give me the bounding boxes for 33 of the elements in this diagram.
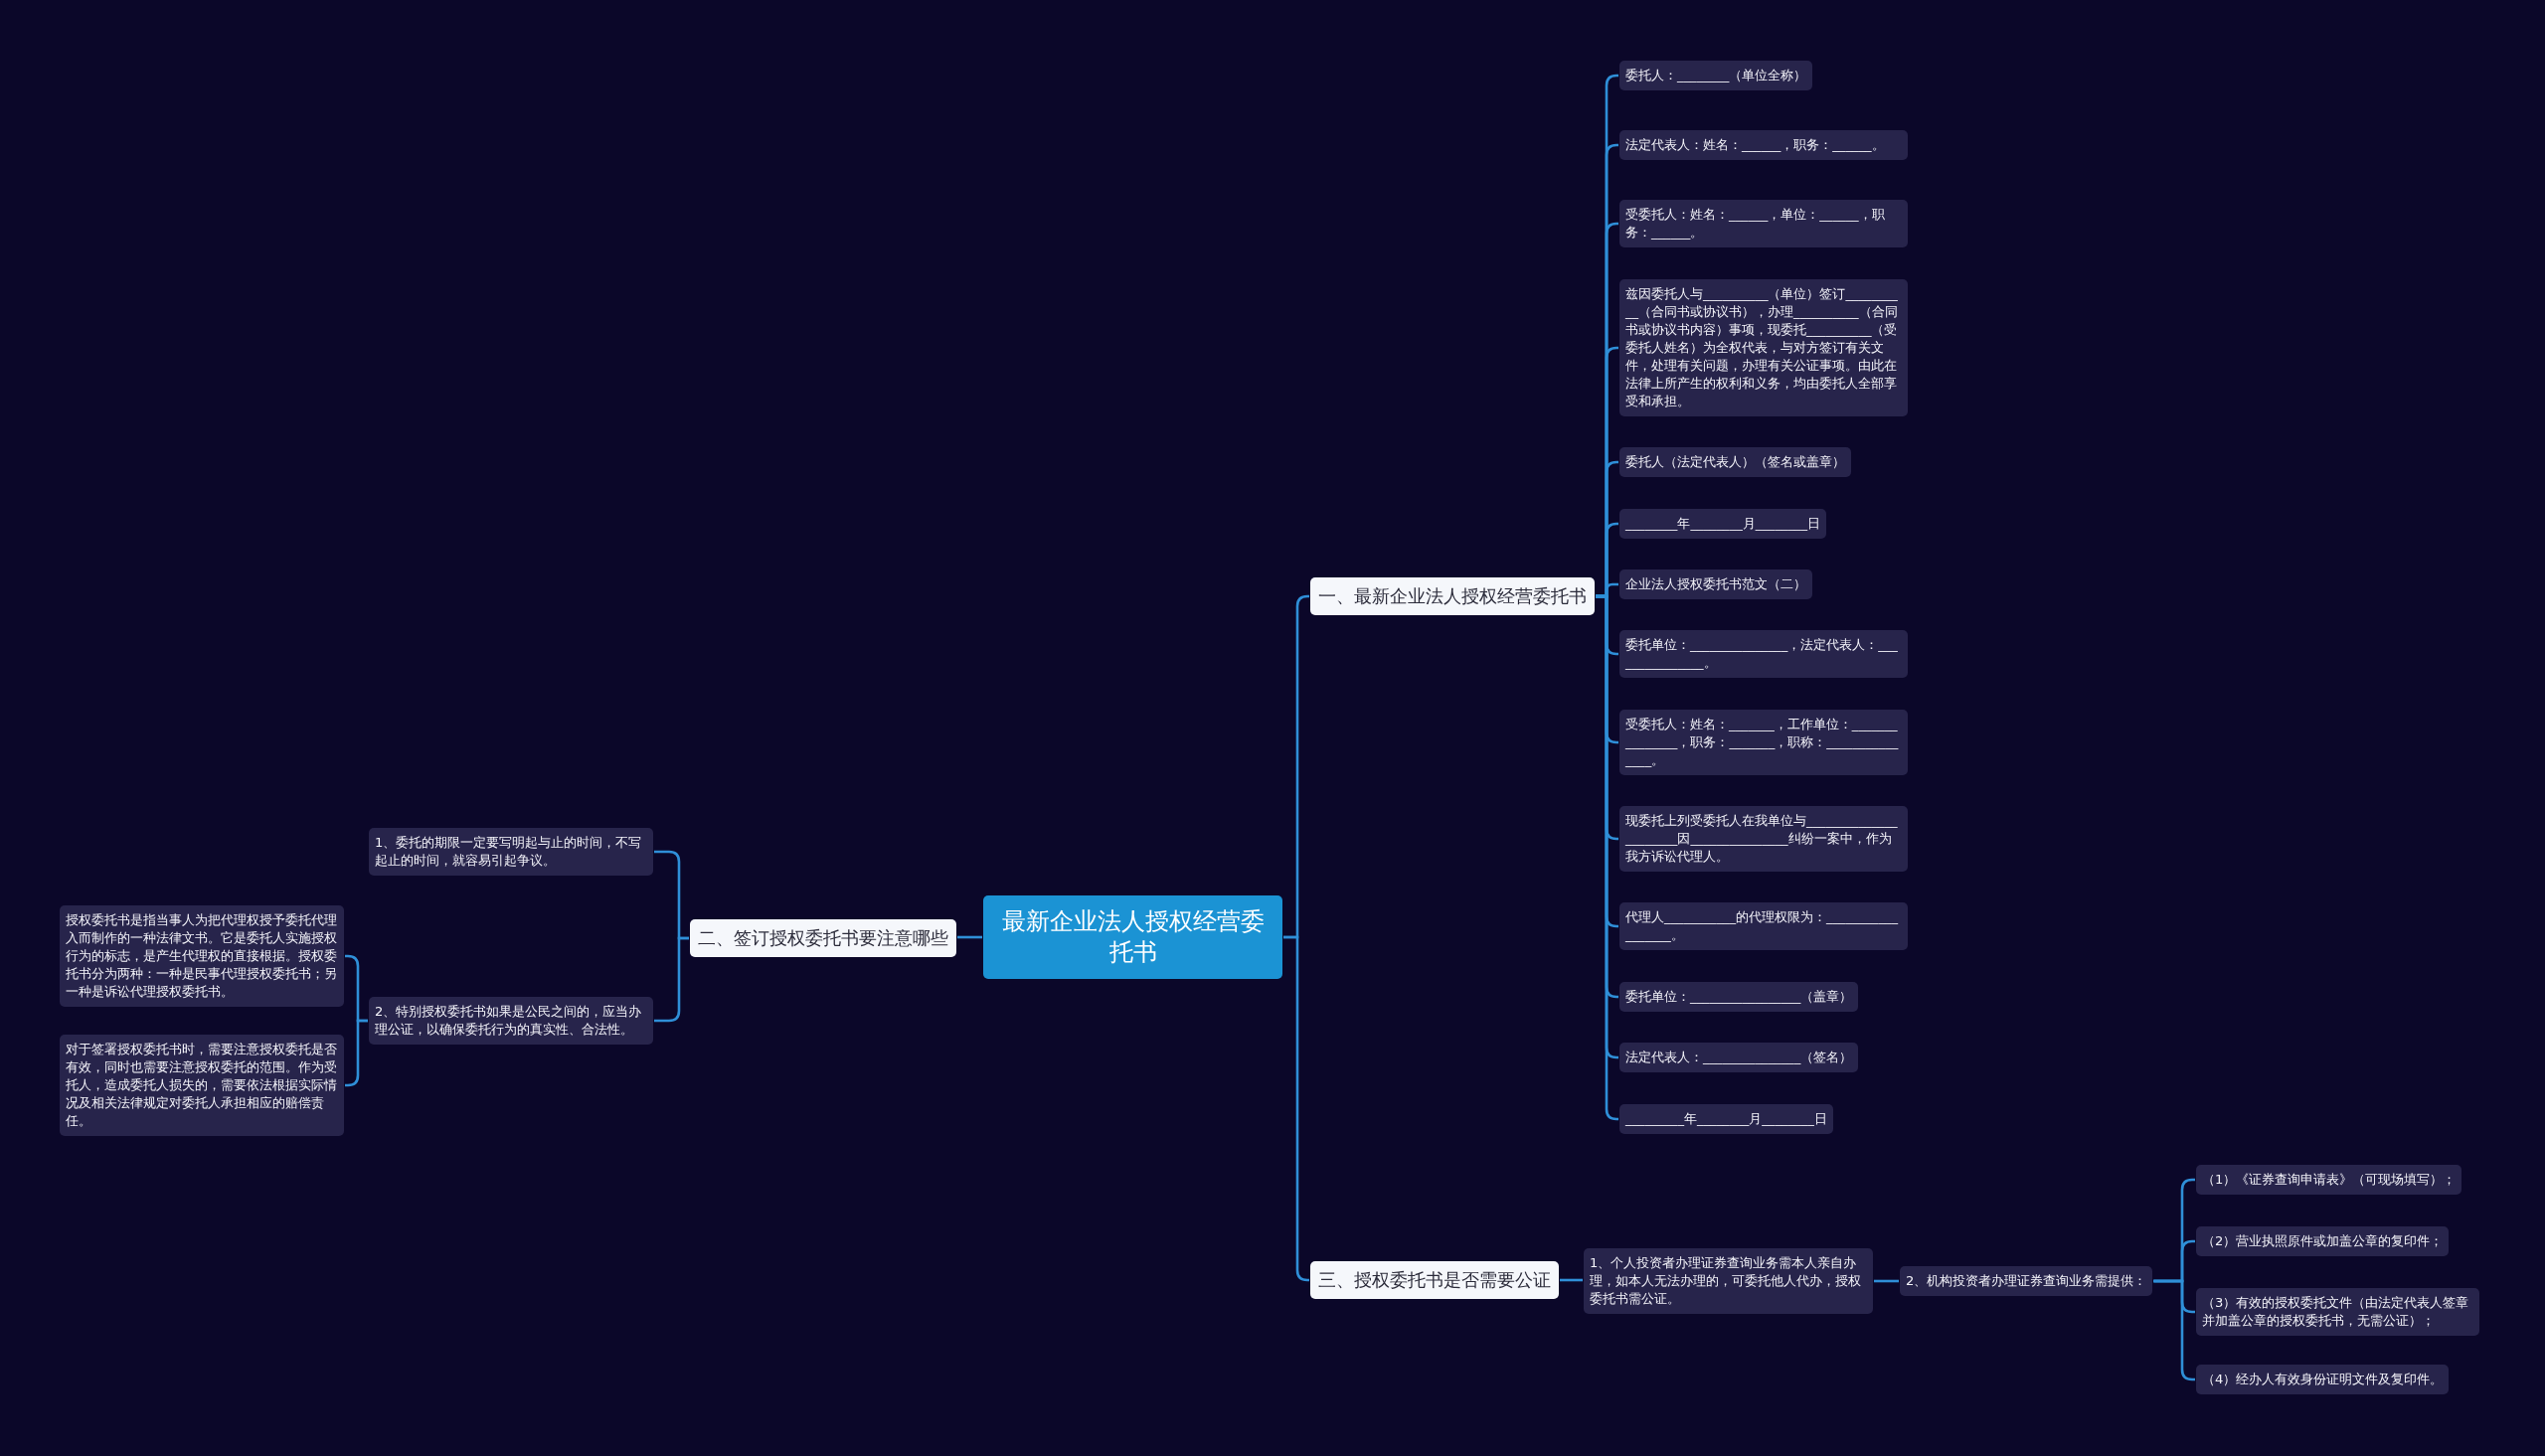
connector-line [1283,935,1310,1282]
subtopic-card: 1、委托的期限一定要写明起与止的时间，不写起止的时间，就容易引起争议。 [369,828,653,876]
subtopic-card: 委托单位：_______________，法定代表人：_______________。 [1619,630,1908,678]
subtopic-card: （3）有效的授权委托文件（由法定代表人签章并加盖公章的授权委托书，无需公证）； [2196,1288,2479,1336]
subtopic-card: ________年________月________日 [1619,509,1827,539]
connector-line [1560,1278,1583,1282]
subtopic-card: 对于签署授权委托书时，需要注意授权委托是否有效，同时也需要注意授权委托的范围。作为受托人，造成委托人损失的，需要依法根据实际情况及相关法律规定对委托人承担相应的赔偿责任。 [60,1035,344,1136]
branch-topic: 二、签订授权委托书要注意哪些 [690,919,956,957]
subtopic-card: （2）营业执照原件或加盖公章的复印件； [2196,1226,2450,1256]
connector-line [654,936,689,1023]
subtopic-card: 受委托人：姓名：______，单位：______，职务：______。 [1619,200,1908,247]
subtopic-card: 受委托人：姓名：_______，工作单位：_______________，职务：_______，职称：_______________。 [1619,710,1908,775]
branch-topic: 一、最新企业法人授权经营委托书 [1310,577,1595,615]
subtopic-card: 现委托上列受委托人在我单位与______________________因_______________纠纷一案中，作为我方诉讼代理人。 [1619,806,1908,872]
subtopic-card: 兹因委托人与__________（单位）签订__________（合同书或协议书），办理__________（合同书或协议书内容）事项，现委托__________（受委托人姓名）为全权代表，与对方签订有关文件，处理有关问题，办理有关公证事项。由此在法律上所产生的权利和义务，均由委托人全部享受和承担。 [1619,279,1908,416]
subtopic-card: （1）《证券查询申请表》（可现场填写）； [2196,1165,2462,1195]
connector-line [957,935,982,939]
subtopic-card: 1、个人投资者办理证券查询业务需本人亲自办理，如本人无法办理的，可委托他人代办，授权委托书需公证。 [1584,1248,1873,1314]
subtopic-card: 法定代表人：_______________（签名） [1619,1043,1859,1072]
subtopic-card: （4）经办人有效身份证明文件及复印件。 [2196,1365,2450,1394]
subtopic-card: 授权委托书是指当事人为把代理权授予委托代理入而制作的一种法律文书。它是委托人实施授权行为的标志，是产生代理权的直接根据。授权委托书分为两种：一种是民事代理授权委托书；另一种是诉讼代理授权委托书。 [60,905,344,1007]
subtopic-card: 委托单位：_________________（盖章） [1619,982,1859,1012]
subtopic-card: 法定代表人：姓名：______，职务：______。 [1619,130,1908,160]
subtopic-card: _________年________月________日 [1619,1104,1833,1134]
subtopic-card: 2、机构投资者办理证券查询业务需提供： [1900,1266,2153,1296]
subtopic-card: 2、特别授权委托书如果是公民之间的，应当办理公证，以确保委托行为的真实性、合法性。 [369,997,653,1045]
central-topic: 最新企业法人授权经营委托书 [983,895,1282,979]
connector-line [1874,1279,1899,1283]
subtopic-card: 委托人（法定代表人）（签名或盖章） [1619,447,1851,477]
subtopic-card: 代理人___________的代理权限为：__________________。 [1619,902,1908,950]
subtopic-card: 企业法人授权委托书范文（二） [1619,569,1812,599]
subtopic-card: 委托人：________（单位全称） [1619,61,1813,90]
branch-topic: 三、授权委托书是否需要公证 [1310,1261,1559,1299]
